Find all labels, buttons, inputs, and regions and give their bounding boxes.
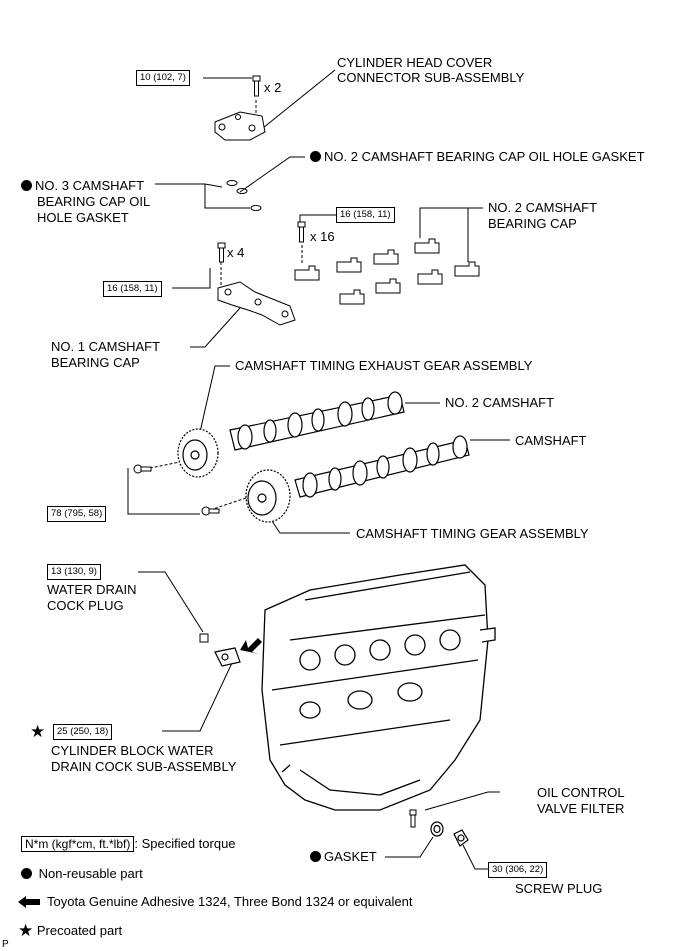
label-no2-cap-line2: BEARING CAP bbox=[488, 216, 577, 231]
legend-adhesive: Toyota Genuine Adhesive 1324, Three Bond… bbox=[47, 894, 413, 909]
legend-torque-text: : Specified torque bbox=[134, 836, 236, 851]
camshaft-lobes bbox=[302, 435, 468, 498]
label-head-cover-line2: CONNECTOR SUB-ASSEMBLY bbox=[337, 70, 525, 85]
adhesive-arrow-icon bbox=[18, 896, 40, 908]
leader-drain-plug bbox=[138, 571, 204, 633]
nonreusable-icon bbox=[21, 180, 32, 191]
gasket-and-screw-plug-shapes bbox=[430, 821, 469, 847]
leader-no2-cap bbox=[419, 207, 483, 238]
legend-precoated: ★ Precoated part bbox=[18, 921, 123, 940]
oil-hole-gaskets bbox=[226, 180, 262, 211]
label-gasket: GASKET bbox=[310, 849, 377, 865]
torque-drain-cock: 25 (250, 18) bbox=[53, 724, 113, 740]
label-screw-plug: SCREW PLUG bbox=[515, 881, 603, 896]
label-drain-cock-line2: DRAIN COCK SUB-ASSEMBLY bbox=[51, 759, 237, 774]
label-camshaft: CAMSHAFT bbox=[515, 433, 587, 448]
bolt-icons bbox=[133, 75, 417, 828]
label-head-cover: CYLINDER HEAD COVER bbox=[337, 55, 493, 70]
cylinder-block-shape bbox=[261, 564, 496, 811]
no2-camshaft-lobes bbox=[237, 391, 403, 450]
torque-drain-plug: 13 (130, 9) bbox=[47, 564, 101, 580]
qty-no1-cap: x 4 bbox=[227, 245, 245, 260]
label-drain-plug-line2: COCK PLUG bbox=[47, 598, 124, 613]
corner-code: P bbox=[2, 939, 9, 950]
leader-gasket bbox=[385, 836, 434, 858]
label-no2-gasket: NO. 2 CAMSHAFT BEARING CAP OIL HOLE GASK… bbox=[310, 149, 645, 165]
cylinder-head-cover-connector-shape bbox=[214, 111, 266, 141]
adhesive-arrow-on-drain-cock bbox=[240, 638, 262, 654]
label-no2-cap: NO. 2 CAMSHAFT bbox=[488, 200, 598, 215]
legend-nonreusable: Non-reusable part bbox=[21, 866, 143, 882]
nonreusable-icon bbox=[310, 851, 321, 862]
torque-no1-cap: 16 (158, 11) bbox=[103, 281, 162, 297]
label-ocv-filter-line2: VALVE FILTER bbox=[537, 801, 625, 816]
label-drain-plug: WATER DRAIN bbox=[47, 582, 137, 597]
camshaft-shapes bbox=[229, 391, 470, 498]
label-no1-cap-line2: BEARING CAP bbox=[51, 355, 140, 370]
leader-screw-plug bbox=[462, 844, 488, 870]
star-icon: ★ bbox=[18, 921, 34, 940]
leader-no3-gasket bbox=[204, 184, 250, 209]
legend-torque: N*m (kgf*cm, ft.*lbf): Specified torque bbox=[21, 836, 236, 852]
leader-head-cover bbox=[257, 69, 336, 133]
label-no3-gasket-line3: HOLE GASKET bbox=[37, 210, 129, 225]
no2-bearing-cap-shapes bbox=[294, 238, 480, 305]
label-drain-cock: CYLINDER BLOCK WATER bbox=[51, 743, 214, 758]
timing-gear-shapes bbox=[177, 428, 291, 523]
leader-no1-cap bbox=[190, 307, 241, 348]
precoated-star-drain-cock: ★ bbox=[30, 722, 46, 741]
legend-torque-box: N*m (kgf*cm, ft.*lbf) bbox=[21, 836, 135, 852]
nonreusable-icon bbox=[21, 868, 32, 879]
leader-drain-cock bbox=[162, 662, 233, 732]
leader-no2-gasket bbox=[239, 156, 305, 193]
label-ocv-filter: OIL CONTROL bbox=[537, 785, 625, 800]
label-no3-gasket-line2: BEARING CAP OIL bbox=[37, 194, 151, 209]
leader-exhaust-gear bbox=[199, 365, 230, 433]
label-no1-cap: NO. 1 CAMSHAFT bbox=[51, 339, 161, 354]
label-no2-camshaft: NO. 2 CAMSHAFT bbox=[445, 395, 555, 410]
label-no3-gasket: NO. 3 CAMSHAFT bbox=[21, 178, 144, 194]
qty-no2-cap: x 16 bbox=[310, 229, 335, 244]
torque-screw-plug: 30 (306, 22) bbox=[488, 862, 548, 878]
label-timing-gear: CAMSHAFT TIMING GEAR ASSEMBLY bbox=[356, 526, 589, 541]
nonreusable-icon bbox=[310, 151, 321, 162]
label-exhaust-gear: CAMSHAFT TIMING EXHAUST GEAR ASSEMBLY bbox=[235, 358, 533, 373]
torque-head-cover: 10 (102, 7) bbox=[136, 70, 190, 86]
torque-no2-cap: 16 (158, 11) bbox=[336, 207, 395, 223]
star-icon: ★ bbox=[30, 722, 46, 741]
leader-ocv-filter bbox=[424, 791, 500, 811]
leader-timing-gear bbox=[267, 514, 350, 534]
torque-gear-bolts: 78 (795, 58) bbox=[47, 506, 107, 522]
no1-bearing-cap-shape bbox=[217, 281, 296, 326]
drain-cock-shape bbox=[214, 647, 241, 667]
qty-head-cover: x 2 bbox=[264, 80, 282, 95]
leader-no1-cap-torque bbox=[172, 268, 211, 289]
